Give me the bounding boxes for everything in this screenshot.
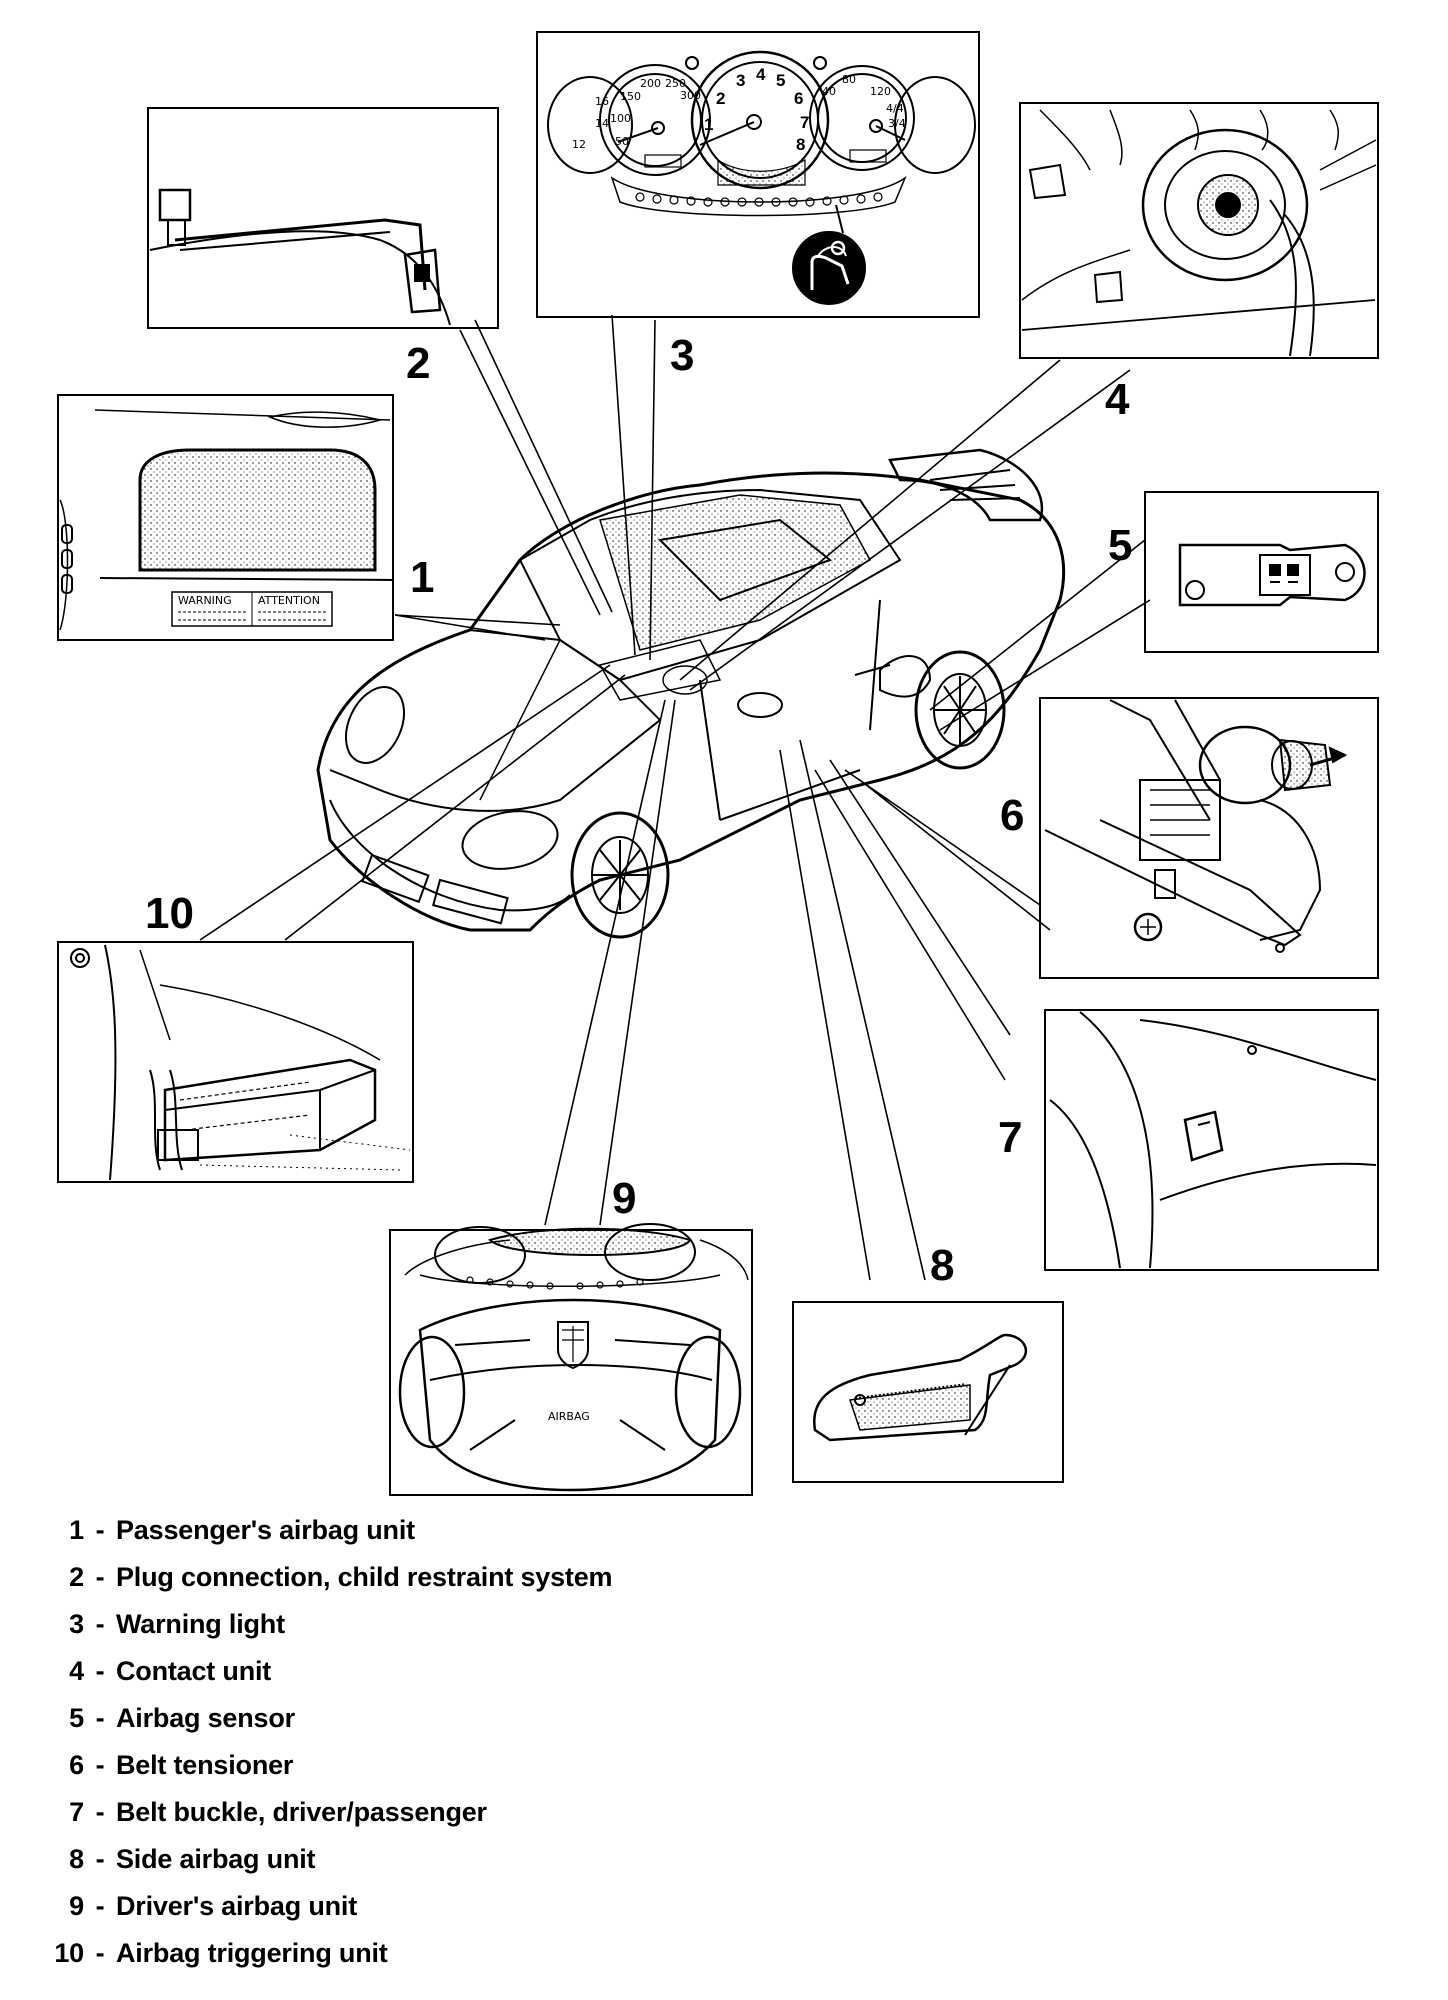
steering-hub-text: AIRBAG	[548, 1410, 590, 1423]
legend-number: 6	[69, 1750, 84, 1780]
legend-item: 9 - Driver's airbag unit	[40, 1891, 940, 1938]
legend-separator: -	[95, 1844, 105, 1874]
legend-separator: -	[95, 1703, 105, 1733]
legend-item: 5 - Airbag sensor	[40, 1703, 940, 1750]
legend-item: 8 - Side airbag unit	[40, 1844, 940, 1891]
callout-6: 6	[1000, 791, 1024, 840]
legend-text: Warning light	[116, 1609, 285, 1639]
panel-passenger-airbag: WARNING ATTENTION	[57, 394, 394, 641]
speedo-tick: 100	[610, 112, 631, 125]
legend-text: Airbag triggering unit	[116, 1938, 388, 1968]
callout-4: 4	[1105, 375, 1130, 424]
legend-item: 10 - Airbag triggering unit	[40, 1938, 940, 1985]
callout-8: 8	[930, 1241, 954, 1290]
panel-belt-buckle	[1044, 1009, 1379, 1271]
speedo-tick: 300	[680, 89, 701, 102]
legend-number: 7	[69, 1797, 84, 1827]
legend-text: Belt buckle, driver/passenger	[116, 1797, 487, 1827]
legend-number: 5	[69, 1703, 84, 1733]
panel-airbag-triggering-unit	[57, 941, 414, 1183]
tacho-tick: 5	[776, 71, 785, 90]
panel-warning-light: 50 100 150 200 250 300 16 14 12 40 80 12…	[536, 31, 980, 318]
speedo-tick: 150	[620, 90, 641, 103]
legend-separator: -	[95, 1562, 105, 1592]
legend-number: 2	[69, 1562, 84, 1592]
callout-7: 7	[998, 1113, 1022, 1162]
panel-driver-airbag: AIRBAG	[389, 1223, 753, 1496]
legend-item: 6 - Belt tensioner	[40, 1750, 940, 1797]
legend-separator: -	[95, 1515, 105, 1545]
legend-separator: -	[95, 1750, 105, 1780]
legend-number: 9	[69, 1891, 84, 1921]
legend-text: Plug connection, child restraint system	[116, 1562, 613, 1592]
speedo-tick: 50	[615, 135, 629, 148]
legend-number: 3	[69, 1609, 84, 1639]
tacho-tick: 8	[796, 135, 805, 154]
callout-3: 3	[670, 331, 694, 380]
legend-item: 1 - Passenger's airbag unit	[40, 1515, 940, 1562]
legend-item: 4 - Contact unit	[40, 1656, 940, 1703]
panel-child-restraint-plug	[147, 107, 499, 329]
panel-belt-tensioner	[1039, 697, 1379, 979]
legend-separator: -	[95, 1656, 105, 1686]
legend-number: 4	[69, 1656, 84, 1686]
fuel-mark: 3/4	[888, 117, 906, 130]
legend-separator: -	[95, 1609, 105, 1639]
callout-5: 5	[1108, 521, 1132, 570]
callout-2: 2	[406, 339, 430, 388]
leader-lines	[199, 314, 1151, 1281]
legend-text: Airbag sensor	[116, 1703, 295, 1733]
left-gauge-tick: 14	[595, 117, 609, 130]
fuel-mark: 4/4	[886, 102, 904, 115]
legend-separator: -	[95, 1938, 105, 1968]
legend-item: 3 - Warning light	[40, 1609, 940, 1656]
callout-1: 1	[410, 553, 434, 602]
tacho-tick: 3	[736, 71, 745, 90]
legend-item: 2 - Plug connection, child restraint sys…	[40, 1562, 940, 1609]
speedo-tick: 250	[665, 77, 686, 90]
tacho-tick: 6	[794, 89, 803, 108]
fuel-tick: 120	[870, 85, 891, 98]
legend-text: Driver's airbag unit	[116, 1891, 357, 1921]
legend-separator: -	[95, 1797, 105, 1827]
left-gauge-tick: 12	[572, 138, 586, 151]
attention-label: ATTENTION	[258, 594, 320, 607]
tacho-tick: 1	[704, 115, 713, 134]
panel-contact-unit	[1019, 102, 1379, 359]
legend-separator: -	[95, 1891, 105, 1921]
legend-text: Passenger's airbag unit	[116, 1515, 415, 1545]
legend: 1 - Passenger's airbag unit 2 - Plug con…	[40, 1515, 940, 1985]
panel-side-airbag	[792, 1301, 1064, 1483]
panel-airbag-sensor	[1144, 491, 1379, 653]
warning-label: WARNING	[178, 594, 232, 607]
callout-10: 10	[145, 889, 194, 938]
callout-numbers: 1 2 3 4 5 6 7 8 9 10	[145, 331, 1132, 1290]
legend-number: 10	[54, 1938, 84, 1968]
tacho-tick: 4	[756, 65, 766, 84]
legend-text: Contact unit	[116, 1656, 272, 1686]
legend-text: Side airbag unit	[116, 1844, 316, 1874]
fuel-tick: 80	[842, 73, 856, 86]
callout-9: 9	[612, 1174, 636, 1223]
left-gauge-tick: 16	[595, 95, 609, 108]
speedo-tick: 200	[640, 77, 661, 90]
tacho-tick: 7	[800, 113, 809, 132]
legend-number: 1	[69, 1515, 84, 1545]
legend-item: 7 - Belt buckle, driver/passenger	[40, 1797, 940, 1844]
legend-number: 8	[69, 1844, 84, 1874]
legend-text: Belt tensioner	[116, 1750, 294, 1780]
tacho-tick: 2	[716, 89, 725, 108]
car-illustration	[316, 448, 1066, 939]
fuel-tick: 40	[822, 85, 836, 98]
